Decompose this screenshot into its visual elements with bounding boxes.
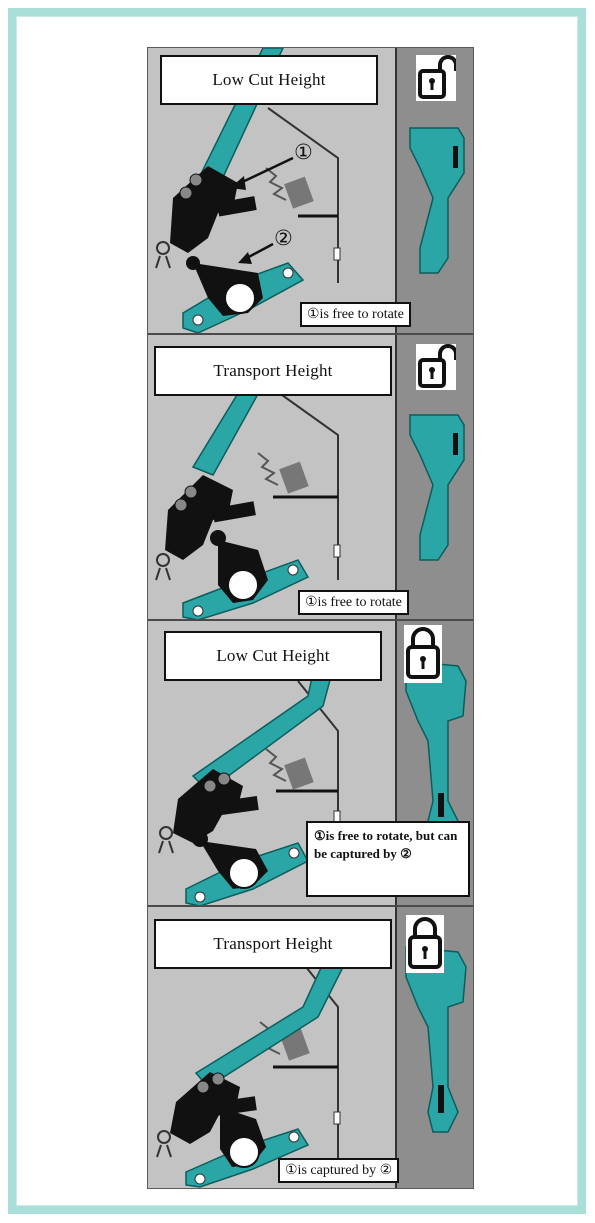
panel-4-title: Transport Height bbox=[154, 919, 392, 969]
figure-frame: Low Cut Height ① ② ①is free to rotate bbox=[8, 8, 586, 1214]
callout-2: ② bbox=[274, 226, 293, 250]
closed-padlock-icon bbox=[406, 915, 444, 973]
diagram-strip: Low Cut Height ① ② ①is free to rotate bbox=[147, 47, 474, 1189]
panel-transport-unlocked: Transport Height ①is free to rotate bbox=[148, 335, 473, 621]
callout-1: ① bbox=[294, 140, 313, 164]
closed-padlock-icon bbox=[404, 625, 442, 683]
panel-2-title: Transport Height bbox=[154, 346, 392, 396]
panel-1-title: Low Cut Height bbox=[160, 55, 378, 105]
open-padlock-icon bbox=[416, 55, 456, 101]
panel-3-title: Low Cut Height bbox=[164, 631, 382, 681]
panel-2-note: ①is free to rotate bbox=[298, 590, 409, 615]
panel-low-cut-unlocked: Low Cut Height ① ② ①is free to rotate bbox=[148, 48, 473, 335]
panel-low-cut-locked: Low Cut Height ①is free to rotate, but c… bbox=[148, 621, 473, 907]
panel-transport-locked: Transport Height ①is captured by ② bbox=[148, 907, 473, 1188]
panel-3-note: ①is free to rotate, but can be captured … bbox=[306, 821, 470, 897]
open-padlock-icon bbox=[416, 344, 456, 390]
panel-4-note: ①is captured by ② bbox=[278, 1158, 399, 1183]
panel-1-note: ①is free to rotate bbox=[300, 302, 411, 327]
